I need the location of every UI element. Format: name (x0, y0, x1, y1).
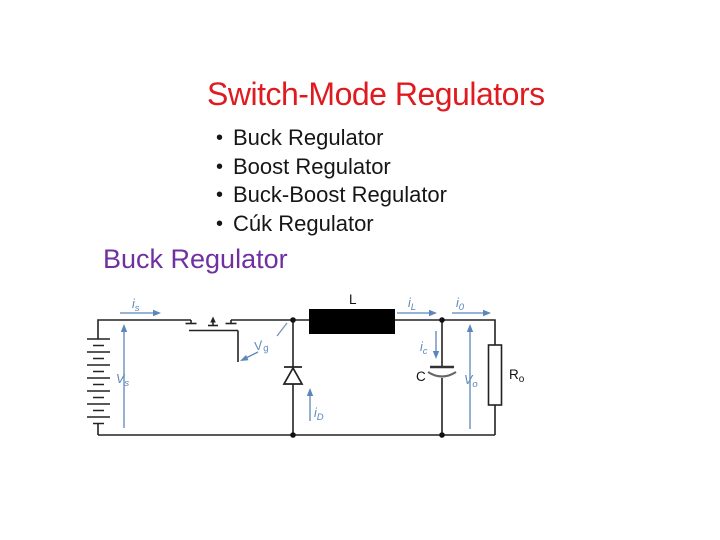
il-arrowhead (429, 309, 437, 317)
circuit-wires (97, 319, 496, 436)
switch-slash-mark (276, 322, 288, 337)
node-dot (290, 432, 296, 438)
id-label: iD (314, 406, 324, 423)
il-label-sub: L (411, 302, 416, 313)
diode-triangle (282, 366, 304, 385)
node-dot (439, 432, 445, 438)
vo-label-sub: o (472, 379, 477, 390)
vo-label: Vo (464, 373, 478, 390)
bullet-item-buck-boost: Buck-Boost Regulator (216, 181, 447, 210)
resistor-block (487, 344, 503, 406)
io-label-sub: 0 (459, 302, 465, 313)
bullet-item-cuk: Cúk Regulator (216, 210, 447, 239)
mosfet-body-arrow (210, 316, 216, 323)
il-label: iL (408, 296, 416, 313)
node-dot (439, 317, 445, 323)
mosfet-symbol (185, 316, 239, 362)
is-arrowhead (153, 309, 161, 317)
inductor-label: L (349, 292, 357, 307)
section-heading: Buck Regulator (103, 244, 288, 274)
io-label-main: i (456, 296, 460, 310)
vs-label-sub: s (124, 378, 129, 389)
bullet-item-buck: Buck Regulator (216, 124, 447, 153)
circuit-nodes (290, 317, 445, 438)
vo-label-main: V (464, 373, 474, 387)
is-label-sub: s (135, 303, 140, 314)
wire-top-right (395, 319, 496, 345)
il-label-main: i (408, 296, 412, 310)
vs-label-main: V (116, 372, 126, 386)
inductor-block (309, 309, 395, 334)
vg-label: Vg (252, 337, 270, 357)
diode-symbol (282, 366, 304, 385)
annotation-labels: is Vs Vg iD iL ic i0 Vo (116, 296, 478, 423)
io-label: i0 (456, 296, 465, 313)
vs-label: Vs (116, 372, 129, 389)
node-dot (290, 317, 296, 323)
is-label-main: i (132, 297, 136, 311)
is-label: is (132, 297, 140, 314)
vg-arrowhead (240, 355, 249, 361)
resistor-label-sub: o (519, 374, 525, 385)
resistor-label: Ro (509, 367, 525, 385)
io-arrowhead (483, 309, 491, 317)
ic-label-main: i (420, 340, 424, 354)
capacitor-plate-bottom (427, 371, 457, 378)
wire-top-left (97, 319, 191, 339)
vg-label-sub: g (262, 343, 270, 355)
id-arrowhead (306, 388, 314, 396)
vo-arrowhead (466, 324, 474, 332)
ic-arrowhead (432, 351, 440, 359)
bullet-list: Buck Regulator Boost Regulator Buck-Boos… (216, 124, 447, 239)
ic-label: ic (420, 340, 428, 357)
capacitor-label: C (416, 369, 426, 384)
vs-arrowhead (120, 324, 128, 332)
resistor-label-main: R (509, 367, 519, 382)
current-voltage-annotations (120, 309, 491, 429)
slide-title: Switch-Mode Regulators (207, 76, 545, 112)
battery-symbol (87, 338, 110, 425)
ic-label-sub: c (423, 346, 428, 357)
id-label-sub: D (317, 412, 324, 423)
id-label-main: i (314, 406, 318, 420)
bullet-item-boost: Boost Regulator (216, 153, 447, 182)
capacitor-symbol (427, 365, 457, 378)
